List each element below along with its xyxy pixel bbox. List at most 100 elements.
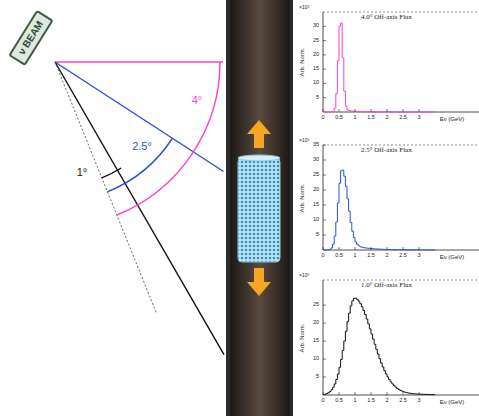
flux-plot	[323, 280, 479, 395]
tick-label: 1.5	[366, 398, 376, 404]
axis-tick	[387, 109, 388, 112]
axis-tick	[323, 247, 324, 250]
tick-label: 1	[352, 115, 357, 121]
beam-2-5deg	[55, 62, 224, 171]
axis-tick	[419, 109, 420, 112]
flux-plot	[323, 12, 479, 112]
tick-label: 25	[312, 302, 320, 308]
plot-frame-top	[323, 280, 479, 281]
axis-tick	[371, 392, 372, 395]
tick-label: 0	[320, 398, 325, 404]
plot-axes	[323, 12, 479, 112]
tick-label: 25	[312, 172, 320, 178]
plot-frame-top	[323, 12, 479, 13]
tick-label: 15	[312, 338, 320, 344]
axis-tick	[323, 205, 326, 206]
axis-tick	[387, 392, 388, 395]
tick-label: 2	[384, 115, 389, 121]
axis-scale: ×10³	[298, 5, 310, 10]
detector	[238, 155, 280, 262]
tick-label: 3	[416, 398, 421, 404]
angle-arc-2-5	[107, 138, 172, 192]
box-label: ν BEAM	[17, 19, 46, 56]
beam-lines	[55, 62, 224, 355]
axis-tick	[371, 247, 372, 250]
tick-label: 35	[312, 142, 320, 148]
flux-histogram	[323, 23, 435, 112]
tick-label: 30	[312, 24, 320, 30]
tick-label: 0	[320, 253, 325, 259]
detector-top	[238, 155, 280, 161]
axis-tick	[403, 392, 404, 395]
up-arrow	[247, 120, 271, 148]
axis-tick	[323, 235, 326, 236]
axis-tick	[339, 109, 340, 112]
axis-tick	[323, 220, 326, 221]
tick-label: 0.5	[334, 115, 344, 121]
tick-label: 1.5	[366, 115, 376, 121]
tick-label: 0.5	[334, 253, 344, 259]
axis-tick	[355, 392, 356, 395]
tick-label: 1	[352, 253, 357, 259]
axis-tick	[419, 392, 420, 395]
axis-tick	[323, 323, 326, 324]
tick-label: 10	[312, 217, 320, 223]
axis-tick	[323, 392, 324, 395]
angle-label: 4°	[191, 95, 204, 106]
axis-tick	[323, 54, 326, 55]
axis-title: Arb. Norm.	[299, 322, 305, 353]
beam-1deg	[55, 62, 224, 355]
axis-tick	[355, 109, 356, 112]
plot-title: 2.5° Off-axis Flux	[360, 147, 413, 154]
axis-tick	[339, 392, 340, 395]
angle-arc-1	[102, 168, 121, 178]
flux-plot	[323, 145, 479, 250]
beam-axis	[55, 62, 156, 312]
axis-scale: ×10³	[298, 273, 310, 278]
axis-tick	[323, 359, 326, 360]
axis-tick	[323, 190, 326, 191]
plot-title: 4.0° Off-axis Flux	[360, 14, 413, 21]
plot-frame-top	[323, 145, 479, 146]
flux-histogram	[323, 298, 435, 394]
axis-tick	[323, 175, 326, 176]
plot-axes	[323, 145, 479, 250]
detector-cylinder	[238, 158, 280, 262]
tick-label: 0.5	[334, 398, 344, 404]
axis-title: Arb. Norm.	[299, 182, 305, 213]
axis-tick	[419, 247, 420, 250]
tick-label: 30	[312, 157, 320, 163]
tick-label: 25	[312, 38, 320, 44]
beam-source-box: ν BEAM	[8, 10, 53, 66]
axis-tick	[387, 247, 388, 250]
axis-title: Eν (GeV)	[439, 116, 466, 122]
axis-tick	[403, 247, 404, 250]
tick-label: 0	[320, 115, 325, 121]
tick-label: 10	[312, 356, 320, 362]
tick-label: 1.5	[366, 253, 376, 259]
tick-label: 5	[315, 232, 320, 238]
tick-label: 3	[416, 253, 421, 259]
plot-title: 1.0° Off-axis Flux	[360, 282, 413, 289]
tick-label: 2.5	[398, 115, 408, 121]
plot-panel	[293, 0, 479, 416]
tick-label: 5	[315, 374, 320, 380]
angle-label: 2.5°	[131, 141, 153, 152]
tick-label: 2	[384, 398, 389, 404]
axis-tick	[323, 305, 326, 306]
flux-plots	[323, 12, 479, 395]
detector-pit	[230, 0, 290, 416]
tick-label: 5	[315, 95, 320, 101]
tick-label: 20	[312, 187, 320, 193]
left-panel	[0, 0, 226, 416]
axis-tick	[323, 83, 326, 84]
axis-title: Eν (GeV)	[439, 399, 466, 405]
axis-tick	[323, 145, 326, 146]
angle-arc-4	[117, 62, 220, 215]
axis-tick	[323, 97, 326, 98]
axis-title: Arb. Norm.	[299, 46, 305, 77]
flux-histogram	[323, 170, 435, 250]
tick-label: 20	[312, 52, 320, 58]
